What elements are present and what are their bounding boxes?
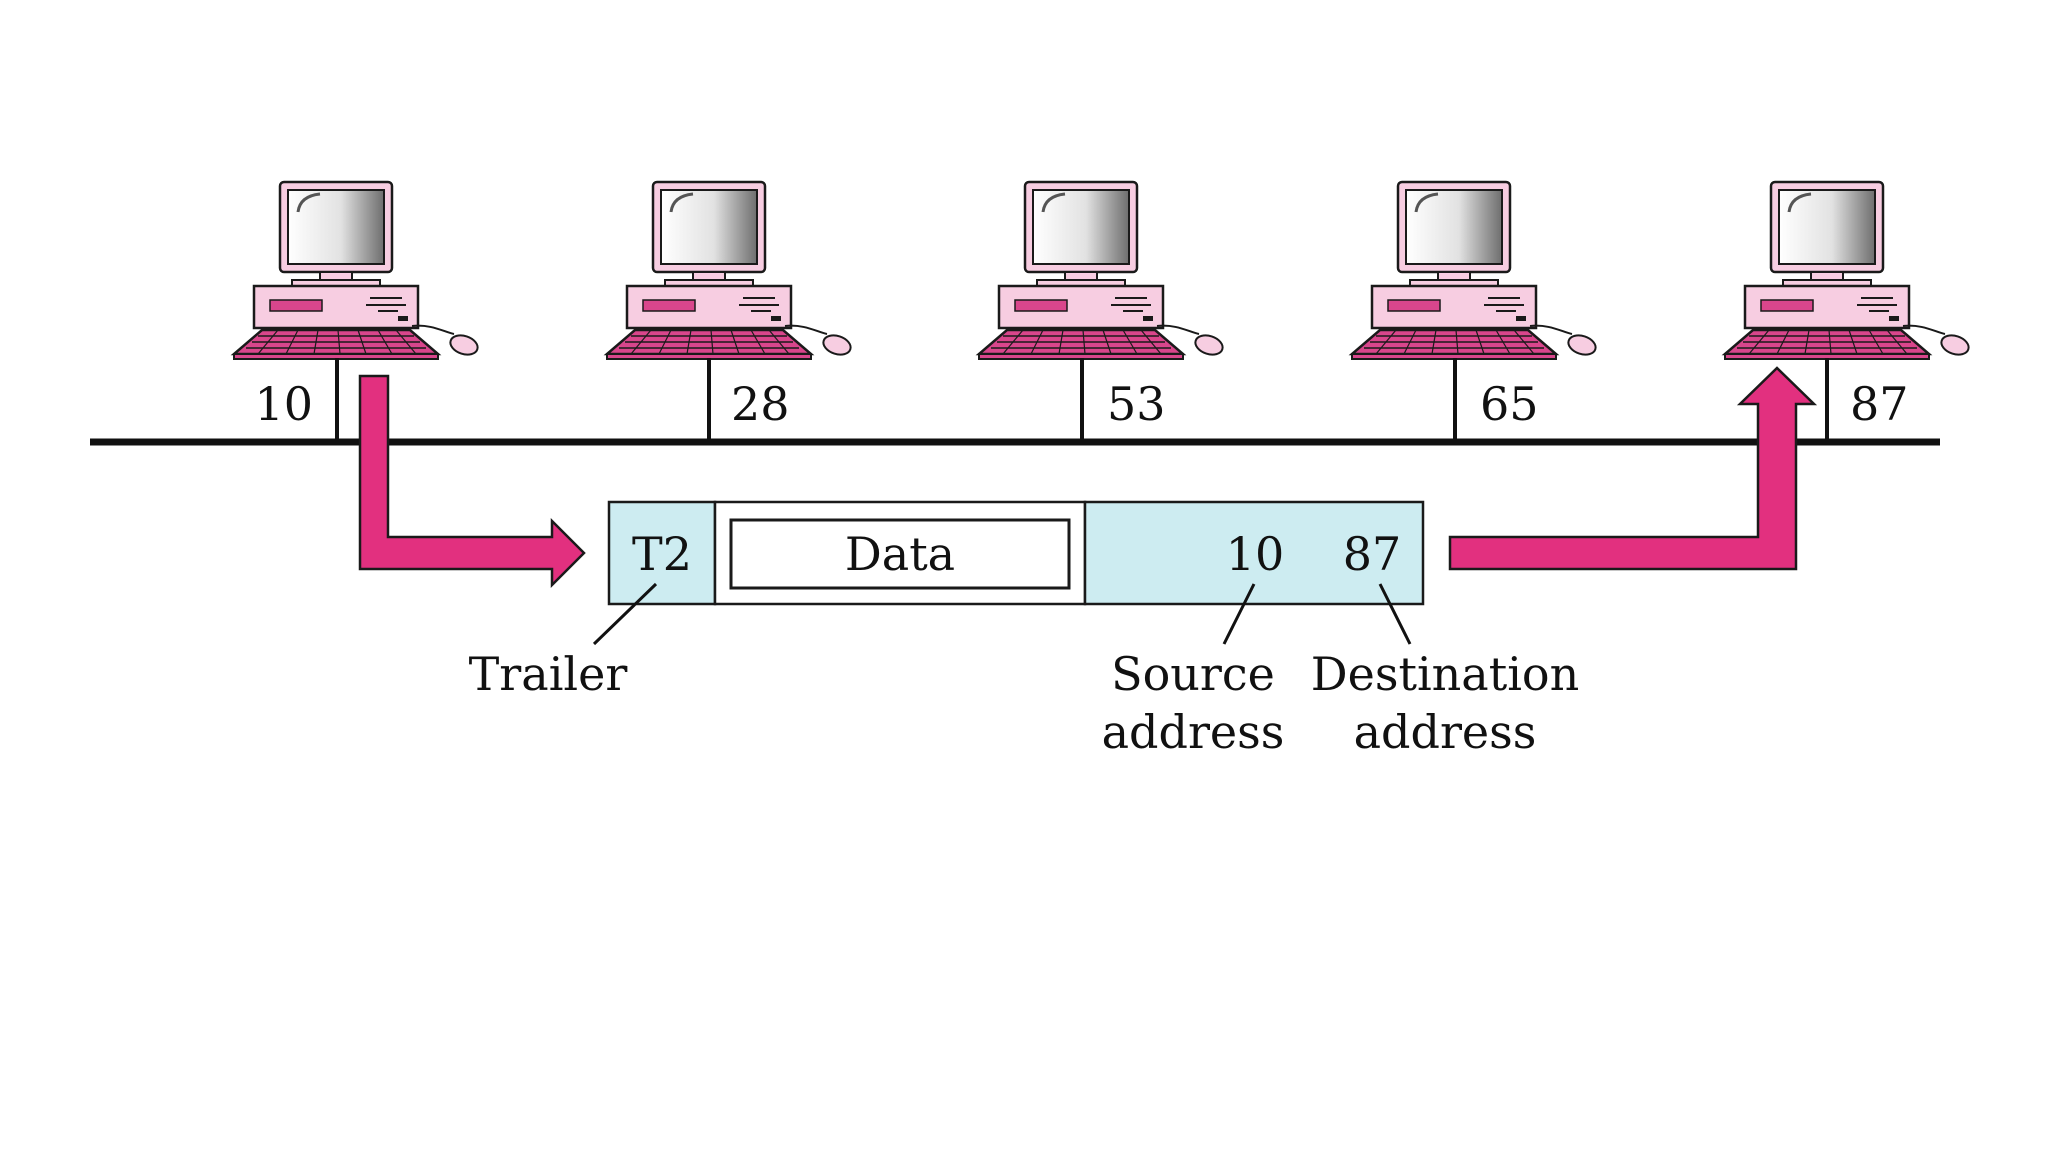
source-field-value: 10: [1226, 527, 1285, 581]
trailer-label: Trailer: [469, 647, 628, 701]
address-label: 10: [254, 377, 313, 431]
desktop-computer-icon: [1723, 180, 1973, 361]
data-inner-box: [729, 518, 1071, 590]
desktop-computer-icon: [1350, 180, 1600, 361]
address-label: 65: [1480, 377, 1539, 431]
computer-group: [232, 180, 1973, 361]
desktop-computer-icon: [232, 180, 482, 361]
address-label: 87: [1850, 377, 1909, 431]
destination-address-label: address: [1354, 705, 1537, 759]
trailer-field: [607, 500, 717, 606]
address-label: 28: [731, 377, 790, 431]
trailer-field-label: T2: [632, 527, 692, 581]
desktop-computer-icon: [605, 180, 855, 361]
outgoing-arrow: [358, 374, 586, 589]
drop-lines: [335, 358, 1829, 442]
source-address-label: address: [1102, 705, 1285, 759]
incoming-arrow: [1448, 366, 1818, 571]
destination-address-label: Destination: [1311, 647, 1579, 701]
address-label: 53: [1107, 377, 1166, 431]
data-field-label: Data: [845, 527, 955, 581]
frame: T2 Data 10 87: [607, 500, 1425, 606]
desktop-computer-icon: [977, 180, 1227, 361]
callout-lines: [592, 582, 1412, 646]
source-address-label: Source: [1111, 647, 1275, 701]
destination-field-value: 87: [1343, 527, 1402, 581]
